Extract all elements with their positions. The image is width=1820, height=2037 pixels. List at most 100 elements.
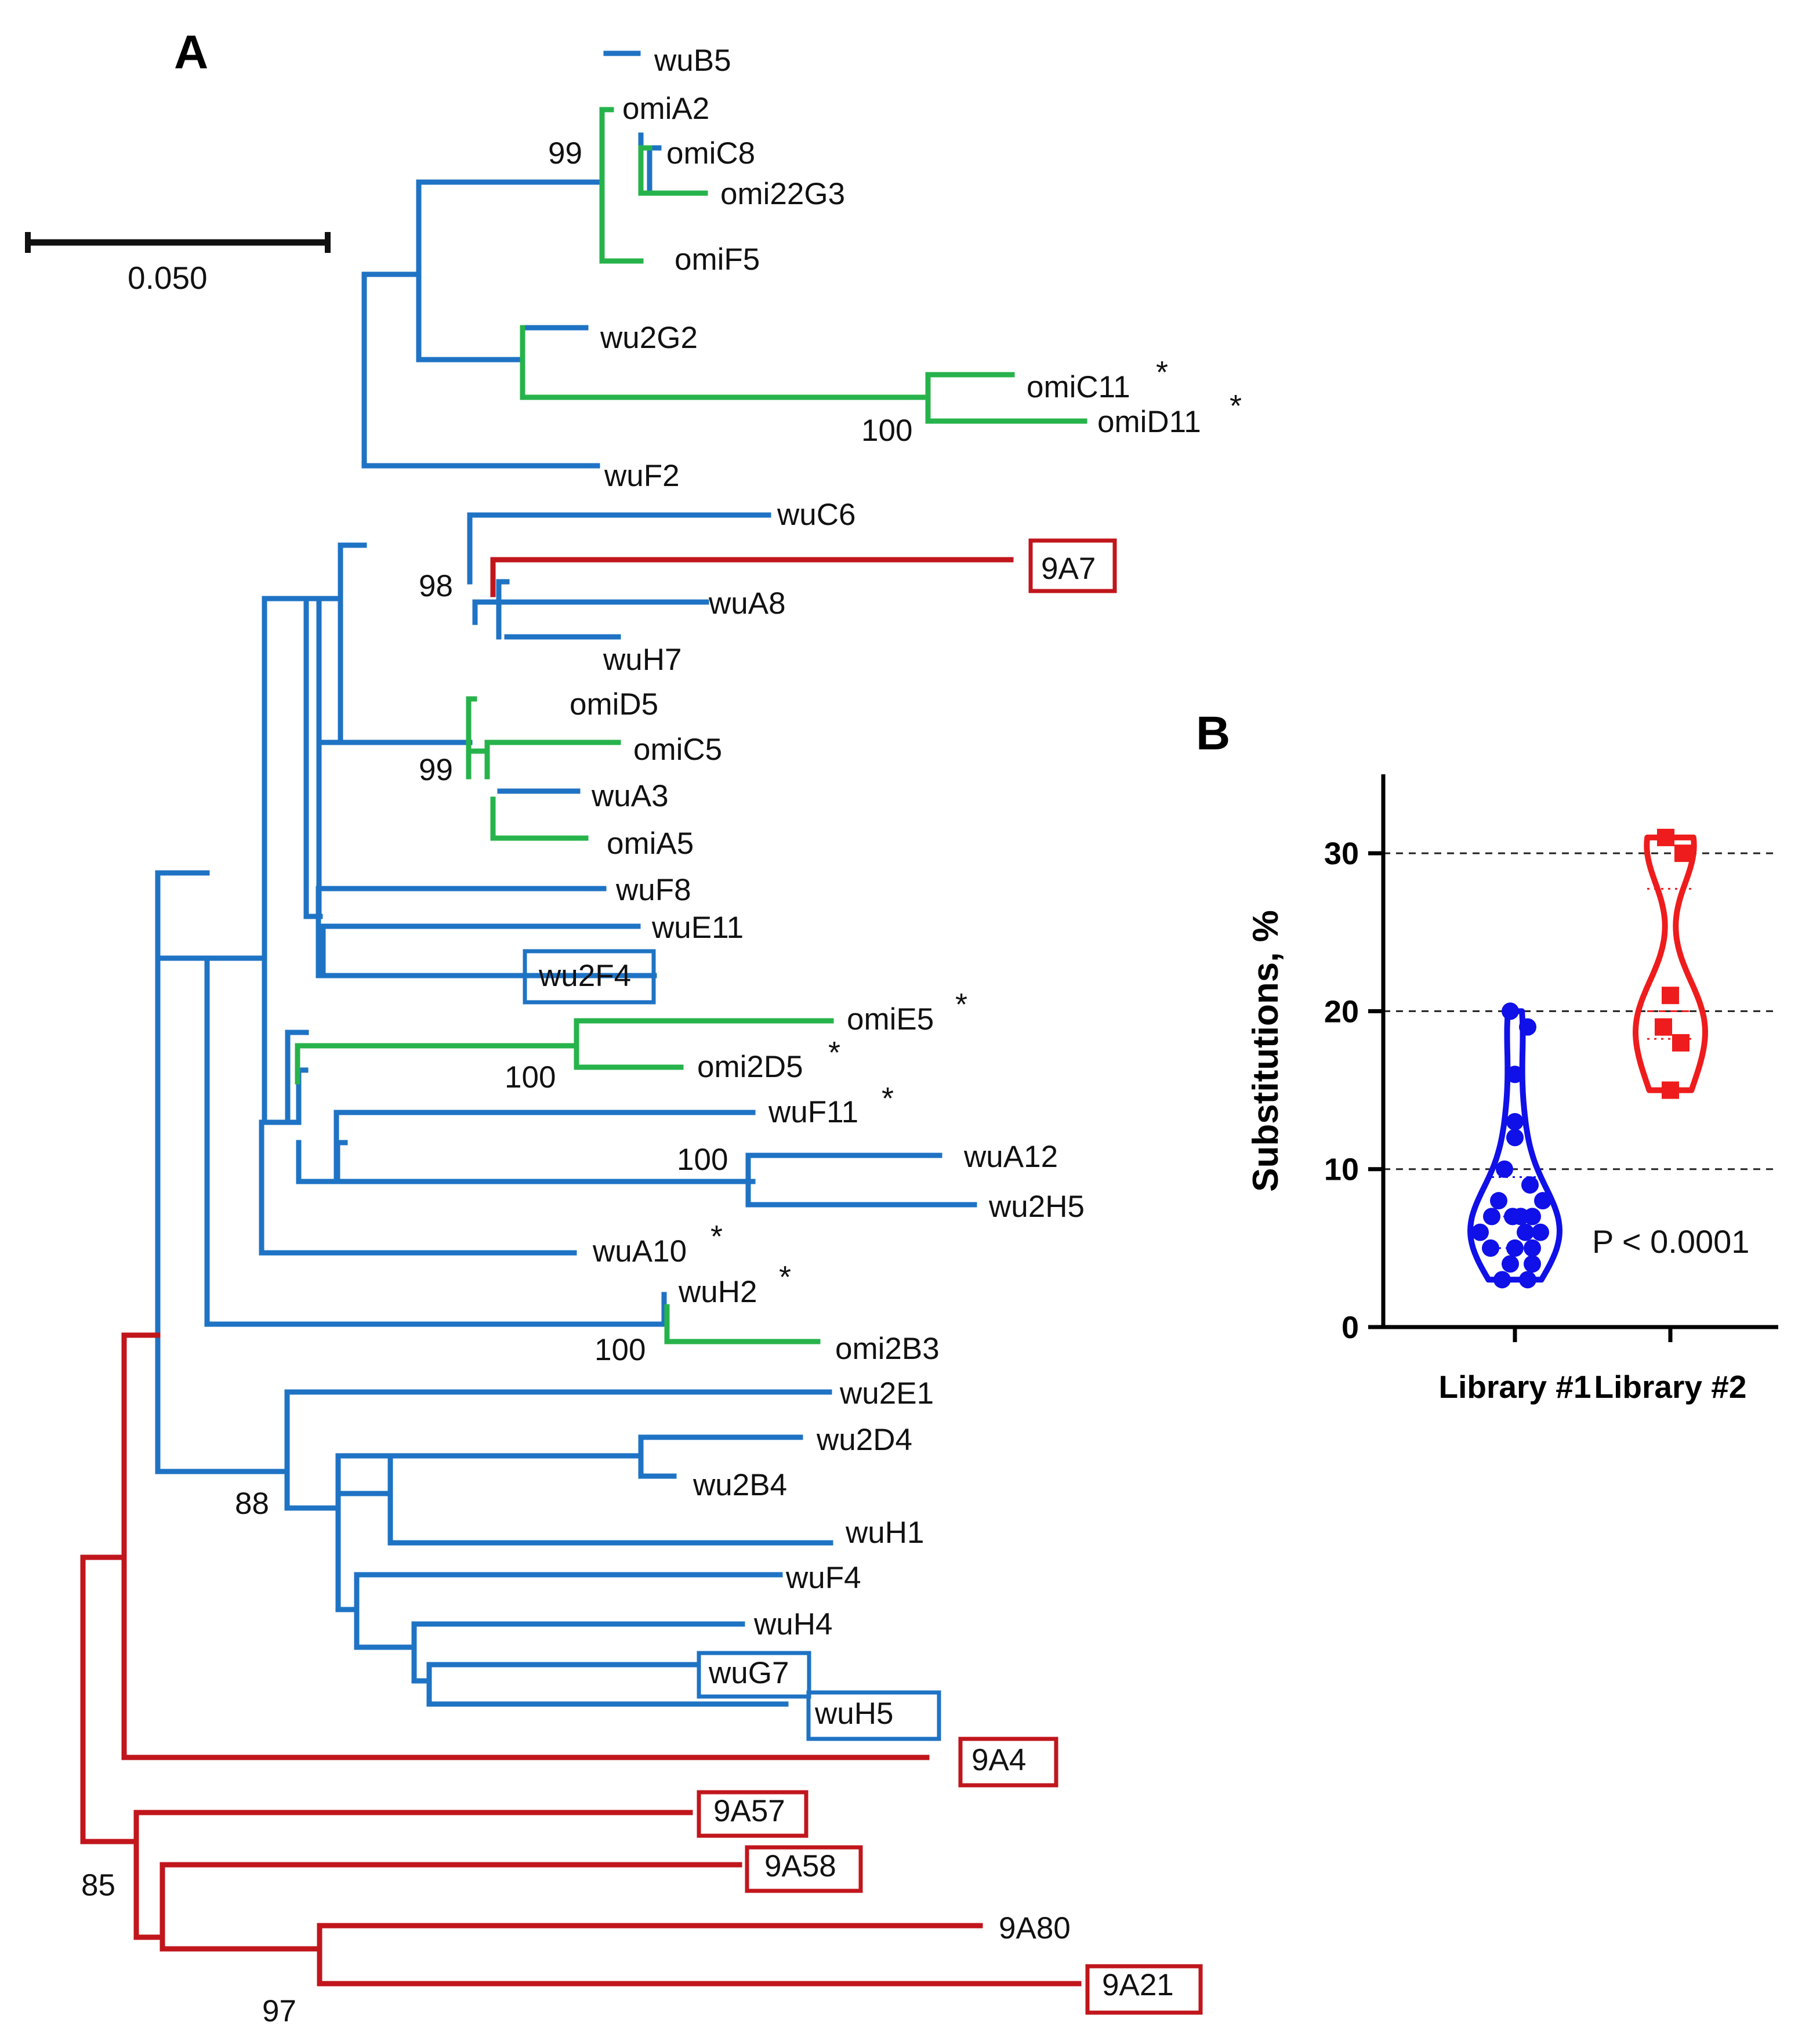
box-wuH5 <box>806 1690 941 1741</box>
data-point-library-1 <box>1524 1239 1541 1257</box>
data-point-library-1 <box>1517 1223 1534 1241</box>
data-point-library-2 <box>1655 1018 1672 1036</box>
leaf-label: 9A21 <box>1102 1968 1174 2002</box>
leaf-label: wuF4 <box>785 1561 861 1595</box>
y-tick-label: 0 <box>1342 1310 1359 1345</box>
leaf-label: wuH1 <box>845 1516 924 1550</box>
leaf-label: omi2B3 <box>835 1332 940 1366</box>
asterisk: * <box>828 1035 840 1070</box>
scale-bar: 0.050 <box>25 232 331 296</box>
panel-b-label: B <box>1196 707 1230 760</box>
significance-markers: * * * * * * * <box>710 355 1242 1295</box>
data-point-library-1 <box>1471 1223 1489 1241</box>
p-value-annotation: P < 0.0001 <box>1592 1223 1749 1260</box>
data-point-library-1 <box>1493 1271 1511 1289</box>
data-point-library-1 <box>1504 1208 1521 1226</box>
data-point-library-2 <box>1674 844 1692 862</box>
phylogenetic-tree: A 0.050 wuB5 omiA2 omiC8 omi22G3 omiF5 w… <box>25 26 1242 2028</box>
bootstrap-value: 100 <box>677 1143 728 1177</box>
leaf-label: omi22G3 <box>720 177 845 211</box>
data-point-library-1 <box>1532 1223 1549 1241</box>
leaf-label: omiC5 <box>633 733 722 767</box>
box-9A4 <box>958 1737 1058 1788</box>
leaf-label: wu2D4 <box>816 1423 912 1457</box>
bootstrap-value: 88 <box>235 1487 269 1521</box>
data-point-library-1 <box>1506 1239 1524 1257</box>
asterisk: * <box>710 1219 723 1254</box>
bootstrap-value: 97 <box>262 1994 296 2028</box>
leaf-label: wuH7 <box>603 643 682 677</box>
leaf-label: wu2B4 <box>693 1468 787 1502</box>
data-point-library-1 <box>1506 1113 1524 1131</box>
bootstrap-value: 100 <box>594 1333 646 1367</box>
asterisk: * <box>1230 389 1242 423</box>
y-tick-label: 30 <box>1324 836 1359 871</box>
data-point-library-2 <box>1662 987 1679 1005</box>
data-points <box>1471 828 1692 1289</box>
leaf-label: wuH2 <box>678 1275 757 1309</box>
data-point-library-1 <box>1496 1160 1513 1178</box>
grid-lines <box>1383 852 1778 1170</box>
data-point-library-1 <box>1506 1065 1524 1083</box>
leaf-label: wuE11 <box>651 911 744 945</box>
data-point-library-1 <box>1490 1192 1507 1210</box>
leaf-label: wu2G2 <box>600 321 698 355</box>
leaf-labels: wuB5 omiA2 omiC8 omi22G3 omiF5 wu2G2 omi… <box>538 44 1201 2002</box>
box-9A7 <box>1028 538 1117 593</box>
leaf-label: omiF5 <box>675 242 760 277</box>
leaf-label: wuH5 <box>814 1697 894 1731</box>
tree-branches-red <box>80 557 1082 1987</box>
leaf-label: wuB5 <box>654 44 731 78</box>
leaf-label: wuA8 <box>708 586 786 621</box>
bootstrap-values: 99 100 98 99 100 100 100 88 85 97 <box>81 136 912 2028</box>
tree-branches-blue <box>155 50 977 1707</box>
bootstrap-value: 99 <box>548 136 582 171</box>
scale-bar-label: 0.050 <box>128 260 208 296</box>
panel-a-label: A <box>174 26 208 79</box>
asterisk: * <box>882 1081 894 1116</box>
leaf-label: omiC11 <box>1027 370 1130 404</box>
leaf-label: omiD5 <box>570 687 658 722</box>
leaf-label: 9A80 <box>999 1911 1071 1945</box>
data-point-library-1 <box>1502 1255 1519 1273</box>
data-point-library-1 <box>1524 1208 1541 1226</box>
leaf-label: omiD11 <box>1097 405 1201 439</box>
leaf-label: 9A4 <box>971 1743 1026 1777</box>
data-point-library-1 <box>1483 1208 1500 1226</box>
tree-branches-green <box>295 107 1087 1344</box>
y-tick-label: 20 <box>1324 994 1359 1029</box>
x-category-label: Library #1 <box>1439 1369 1591 1405</box>
y-axis-title: Substitutions, % <box>1246 910 1286 1192</box>
leaf-label: wu2H5 <box>988 1190 1085 1224</box>
bootstrap-value: 99 <box>419 753 453 787</box>
data-point-library-2 <box>1672 1034 1690 1052</box>
leaf-label: omiC8 <box>666 136 755 171</box>
leaf-label: 9A57 <box>713 1794 785 1828</box>
data-point-library-1 <box>1521 1176 1539 1194</box>
box-9A21 <box>1085 1964 1203 2015</box>
bootstrap-value: 85 <box>81 1868 115 1902</box>
data-point-library-1 <box>1524 1255 1541 1273</box>
data-point-library-1 <box>1519 1271 1536 1289</box>
box-9A58 <box>745 1845 863 1893</box>
leaf-label: wuH4 <box>753 1607 833 1641</box>
leaf-label: wu2E1 <box>839 1376 934 1411</box>
leaf-label: wuG7 <box>708 1656 789 1690</box>
x-category-label: Library #2 <box>1594 1369 1747 1405</box>
bootstrap-value: 100 <box>861 414 912 448</box>
asterisk: * <box>955 987 967 1022</box>
leaf-label: wuF8 <box>615 873 691 907</box>
highlight-boxes <box>523 538 1203 2015</box>
asterisk: * <box>779 1260 791 1295</box>
leaf-label: wuF11 <box>768 1095 858 1129</box>
leaf-label: 9A7 <box>1041 552 1096 586</box>
leaf-label: wuF2 <box>604 459 680 493</box>
leaf-label: wuC6 <box>777 498 856 532</box>
box-wuG7 <box>697 1651 811 1699</box>
leaf-label: omiA2 <box>622 92 709 126</box>
